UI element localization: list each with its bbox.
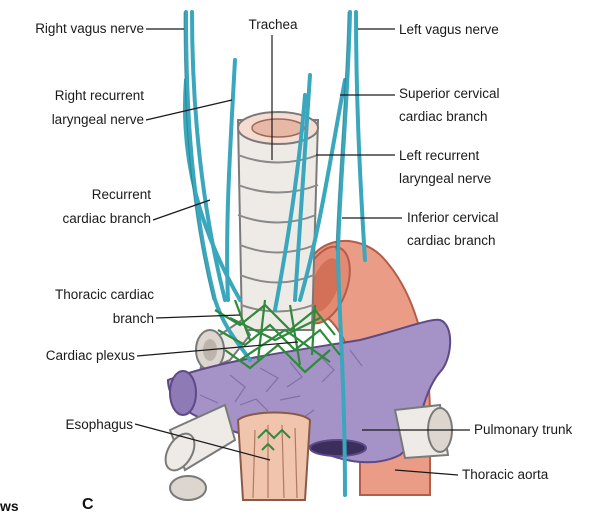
corner-fragment-text: ws bbox=[0, 498, 19, 515]
label-thoracic-aorta: Thoracic aorta bbox=[462, 466, 548, 483]
label-inferior-cervical-line2: cardiac branch bbox=[407, 232, 496, 249]
panel-letter: C bbox=[82, 496, 94, 513]
label-superior-cervical-line2: cardiac branch bbox=[399, 108, 488, 125]
label-recurrent-cardiac-line1: Recurrent bbox=[8, 186, 151, 203]
label-inferior-cervical-line1: Inferior cervical bbox=[407, 209, 499, 226]
label-superior-cervical-line1: Superior cervical bbox=[399, 85, 500, 102]
label-right-recurrent-line1: Right recurrent bbox=[8, 87, 144, 104]
label-right-vagus-nerve: Right vagus nerve bbox=[8, 20, 144, 37]
label-thoracic-cardiac-line1: Thoracic cardiac bbox=[8, 286, 154, 303]
label-trachea: Trachea bbox=[228, 16, 318, 33]
label-left-recurrent-line2: laryngeal nerve bbox=[399, 170, 491, 187]
label-esophagus: Esophagus bbox=[8, 416, 133, 433]
label-pulmonary-trunk: Pulmonary trunk bbox=[474, 421, 572, 438]
label-cardiac-plexus: Cardiac plexus bbox=[8, 347, 135, 364]
label-left-vagus-nerve: Left vagus nerve bbox=[399, 21, 499, 38]
label-recurrent-cardiac-line2: cardiac branch bbox=[8, 210, 151, 227]
label-left-recurrent-line1: Left recurrent bbox=[399, 147, 479, 164]
label-right-recurrent-line2: laryngeal nerve bbox=[8, 111, 144, 128]
label-thoracic-cardiac-line2: branch bbox=[8, 310, 154, 327]
